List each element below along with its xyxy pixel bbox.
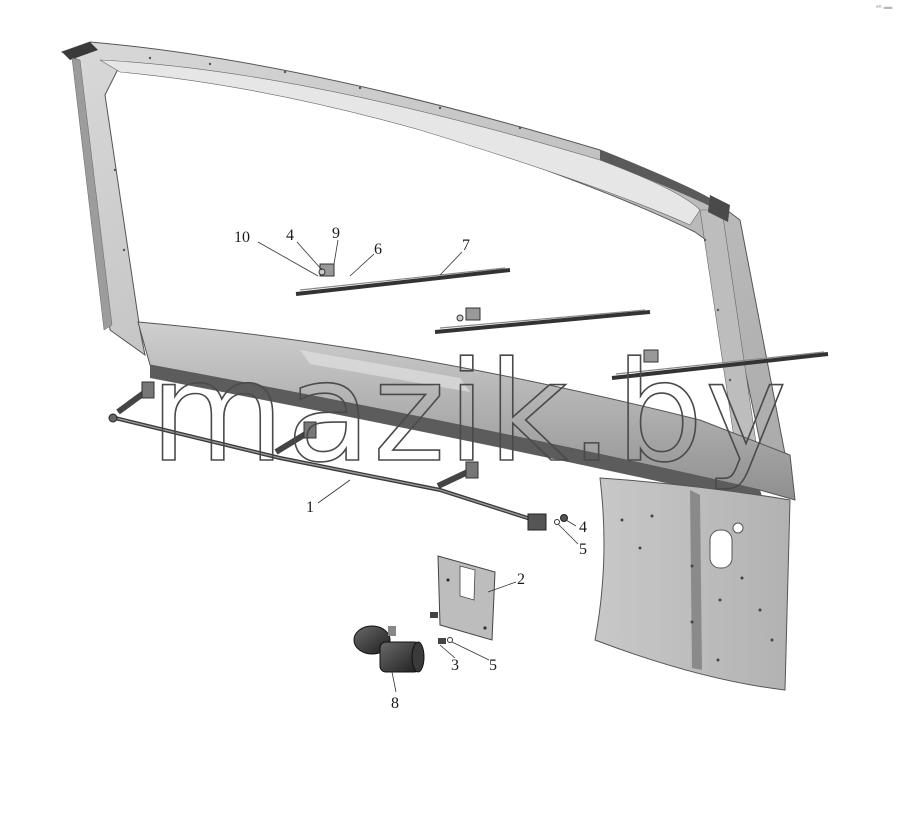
mounting-bolts: [430, 612, 453, 644]
wiper-blade-right: [611, 349, 829, 380]
callout-5-bottom: 5: [489, 657, 497, 674]
wiper-linkage: [108, 381, 547, 531]
callout-9: 9: [332, 225, 340, 242]
callout-7: 7: [462, 237, 470, 254]
wiper-blade-center: [434, 307, 651, 334]
watermark-text: mazik.by: [150, 332, 789, 493]
motor-bracket: [437, 555, 496, 641]
side-panel: [594, 477, 791, 691]
callout-3: 3: [451, 657, 459, 674]
wiper-blade-left: [295, 263, 511, 296]
cowl-panel: [137, 321, 796, 505]
callout-5-right: 5: [579, 541, 587, 558]
callout-4-top: 4: [286, 227, 294, 244]
washer-nut-set: [554, 514, 568, 525]
windshield-frame: [60, 41, 791, 491]
callout-8: 8: [391, 695, 399, 712]
callout-4-right: 4: [579, 519, 587, 536]
callout-10: 10: [234, 229, 250, 246]
callout-1: 1: [306, 499, 314, 516]
wiper-motor: [353, 625, 425, 673]
callout-2: 2: [517, 571, 525, 588]
callout-6: 6: [374, 241, 382, 258]
leader-lines: [257, 239, 579, 693]
corner-mark: ᵃ⁰ ══: [876, 4, 893, 12]
